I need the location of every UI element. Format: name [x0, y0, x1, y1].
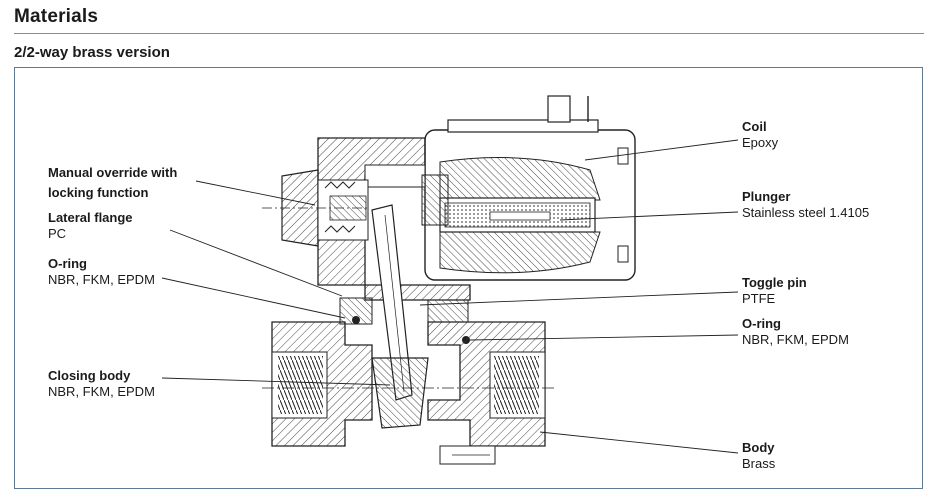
label-plunger-name: Plunger [742, 189, 791, 204]
label-lateral-flange-name: Lateral flange [48, 210, 133, 225]
label-oring-right-name: O-ring [742, 316, 781, 331]
diagram-frame [14, 67, 923, 489]
seal-left [339, 297, 373, 325]
label-toggle-pin-material: PTFE [742, 291, 776, 306]
coil-winding [439, 157, 601, 274]
label-oring-left: O-ring NBR, FKM, EPDM [48, 256, 155, 288]
label-closing-body-material: NBR, FKM, EPDM [48, 384, 155, 399]
label-oring-right-material: NBR, FKM, EPDM [742, 332, 849, 347]
label-oring-left-name: O-ring [48, 256, 87, 271]
label-toggle-pin: Toggle pin PTFE [742, 275, 807, 307]
manual-override [262, 169, 370, 247]
label-coil-material: Epoxy [742, 135, 779, 150]
closing-body [371, 357, 429, 429]
title-divider [14, 33, 924, 34]
label-body-material: Brass [742, 456, 776, 471]
label-plunger: Plunger Stainless steel 1.4105 [742, 189, 869, 221]
section-title: 2/2-way brass version [14, 44, 170, 61]
label-closing-body-name: Closing body [48, 368, 131, 383]
label-plunger-material: Stainless steel 1.4105 [742, 205, 870, 220]
label-coil-name: Coil [742, 119, 767, 134]
label-oring-right: O-ring NBR, FKM, EPDM [742, 316, 849, 348]
plunger [439, 197, 596, 233]
page-title: Materials [14, 6, 99, 27]
label-body: Body Brass [742, 440, 775, 472]
label-lateral-flange: Lateral flange PC [48, 210, 133, 242]
label-manual-override-line2: locking function [48, 185, 149, 200]
label-lateral-flange-material: PC [48, 226, 67, 241]
label-coil: Coil Epoxy [742, 119, 778, 151]
label-manual-override: Manual override with locking function [48, 163, 177, 203]
leader-lines [161, 139, 739, 454]
label-toggle-pin-name: Toggle pin [742, 275, 807, 290]
label-oring-left-material: NBR, FKM, EPDM [48, 272, 155, 287]
label-body-name: Body [742, 440, 775, 455]
valve-body [262, 321, 555, 465]
label-manual-override-line1: Manual override with [48, 165, 178, 180]
label-closing-body: Closing body NBR, FKM, EPDM [48, 368, 155, 400]
